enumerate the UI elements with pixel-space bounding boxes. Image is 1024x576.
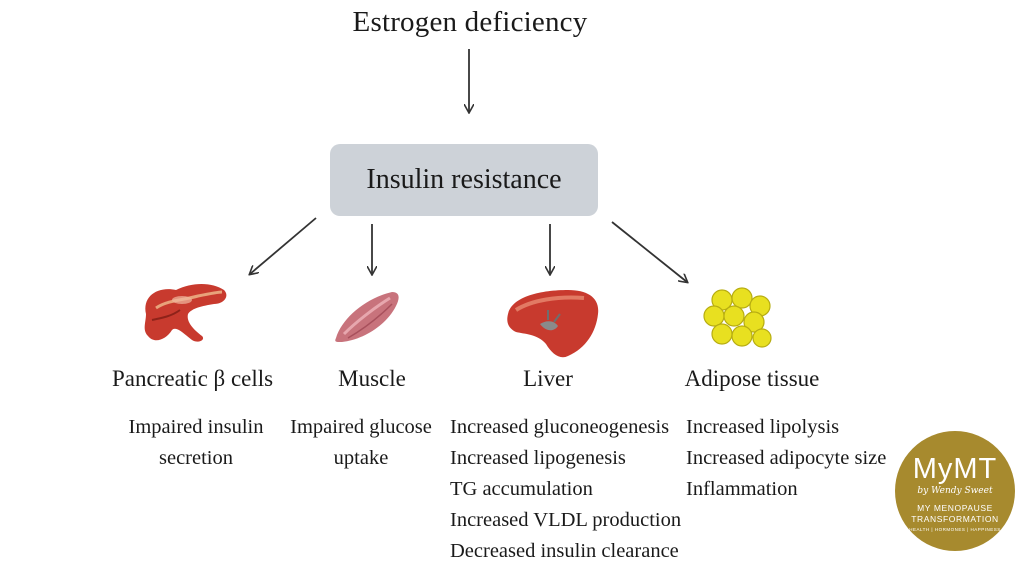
pancreas-icon <box>144 284 227 342</box>
logo-line-2: TRANSFORMATION <box>911 514 999 524</box>
logo-tagline: HEALTH | HORMONES | HAPPINESS <box>909 527 1001 532</box>
insulin-resistance-box: Insulin resistance <box>330 144 598 216</box>
effect-item: Impaired insulin <box>128 416 264 438</box>
effect-item: uptake <box>333 447 389 469</box>
hub-label: Insulin resistance <box>366 164 562 195</box>
organ-label-liver: Liver <box>523 366 573 391</box>
liver-icon <box>507 290 599 358</box>
effects-adipose: Increased lipolysis Increased adipocyte … <box>686 412 886 505</box>
muscle-icon <box>335 292 399 342</box>
logo-wordmark: MyMT <box>912 453 998 485</box>
effects-muscle: Impaired glucose uptake <box>286 412 436 474</box>
effect-item: Increased gluconeogenesis <box>450 416 670 438</box>
effect-item: Increased lipogenesis <box>450 447 626 469</box>
organ-label-pancreas: Pancreatic β cells <box>112 366 274 391</box>
effects-pancreas: Impaired insulin secretion <box>112 412 280 474</box>
effect-item: secretion <box>159 447 233 469</box>
effects-liver: Increased gluconeogenesis Increased lipo… <box>450 412 681 567</box>
arrow-hub-to-pancreas <box>250 217 317 274</box>
effect-item: Increased lipolysis <box>686 416 840 438</box>
adipose-tissue-icon <box>703 287 772 348</box>
organ-label-muscle: Muscle <box>338 366 406 391</box>
diagram-title: Estrogen deficiency <box>352 6 588 38</box>
effect-item: Increased VLDL production <box>450 509 682 531</box>
effect-item: Inflammation <box>686 478 798 500</box>
logo-line-1: MY MENOPAUSE <box>917 503 993 513</box>
effect-item: Impaired glucose <box>290 416 432 438</box>
effect-item: Decreased insulin clearance <box>450 540 679 562</box>
effect-item: Increased adipocyte size <box>686 447 887 469</box>
arrow-hub-to-adipose <box>611 221 687 282</box>
organ-label-adipose: Adipose tissue <box>684 366 820 391</box>
logo-signature: by Wendy Sweet <box>917 486 993 496</box>
mymt-logo-badge: MyMT by Wendy Sweet MY MENOPAUSE TRANSFO… <box>895 431 1015 551</box>
effect-item: TG accumulation <box>450 478 593 500</box>
